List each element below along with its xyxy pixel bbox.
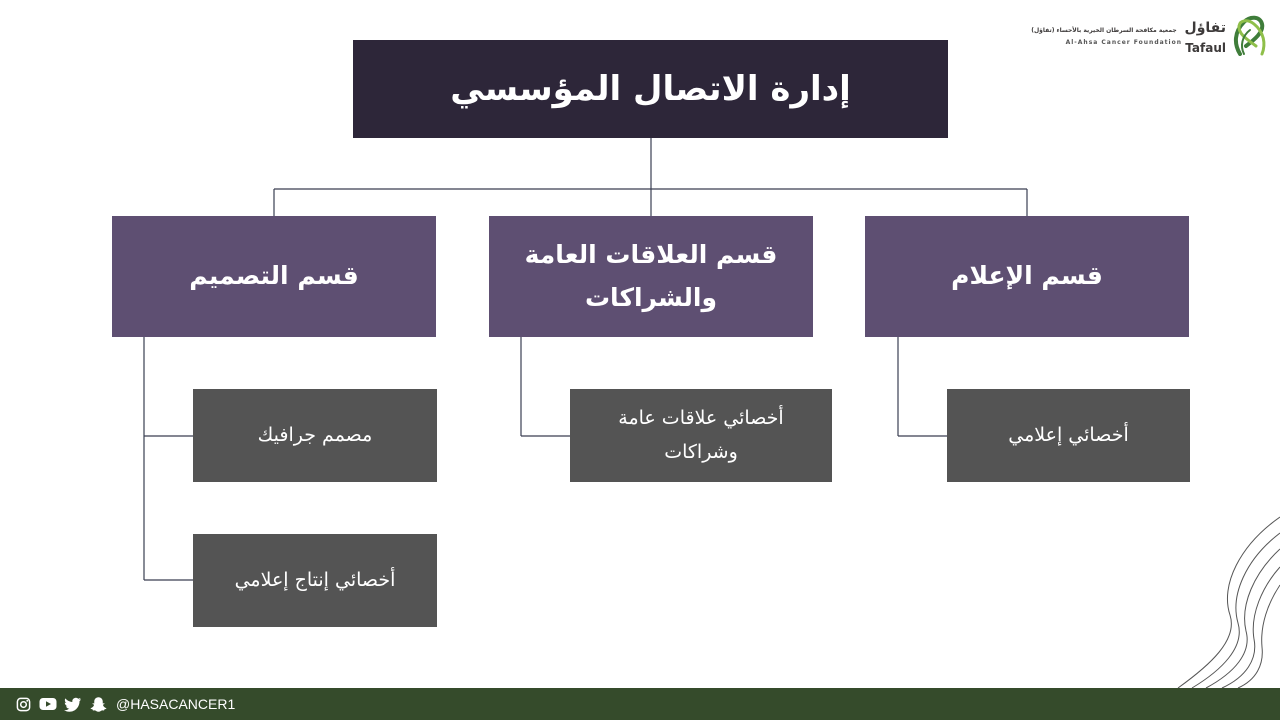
logo-arabic-name: تفاؤل [1184, 20, 1226, 36]
snapchat-icon[interactable] [89, 695, 107, 713]
role-label-pr-specialist: أخصائي علاقات عامة وشراكات [618, 407, 784, 463]
twitter-icon[interactable] [64, 695, 82, 713]
tafaul-logo: تفاؤل جمعية مكافحة السرطان الخيرية بالأح… [1031, 8, 1270, 60]
root-label: إدارة الاتصال المؤسسي [450, 69, 851, 109]
ribbon-logo-icon [1233, 15, 1266, 56]
social-handle[interactable]: @HASACANCER1 [116, 696, 236, 712]
department-box-design: قسم التصميم [112, 216, 436, 337]
department-label-media: قسم الإعلام [951, 261, 1103, 291]
root-box-corporate-communication: إدارة الاتصال المؤسسي [353, 40, 948, 138]
role-label-media-production-specialist: أخصائي إنتاج إعلامي [234, 568, 396, 591]
department-label-public-relations: قسم العلاقات العامة والشراكات [524, 240, 778, 312]
role-box-pr-specialist: أخصائي علاقات عامة وشراكات [570, 389, 832, 482]
instagram-icon[interactable] [14, 695, 32, 713]
role-label-graphic-designer: مصمم جرافيك [257, 423, 373, 446]
logo-english-full: Al-Ahsa Cancer Foundation [1065, 39, 1182, 46]
logo-english-name: Tafaul [1185, 41, 1226, 55]
role-box-graphic-designer: مصمم جرافيك [193, 389, 437, 482]
youtube-icon[interactable] [39, 695, 57, 713]
role-label-media-specialist: أخصائي إعلامي [1008, 423, 1129, 446]
logo-arabic-subtitle: جمعية مكافحة السرطان الخيرية بالأحساء (ت… [1031, 27, 1177, 34]
decorative-wave-lines [1177, 516, 1280, 689]
department-label-design: قسم التصميم [189, 261, 359, 291]
footer-bar: @HASACANCER1 [0, 688, 1280, 720]
department-box-media: قسم الإعلام [865, 216, 1189, 337]
department-box-public-relations: قسم العلاقات العامة والشراكات [489, 216, 813, 337]
role-box-media-specialist: أخصائي إعلامي [947, 389, 1190, 482]
role-box-media-production-specialist: أخصائي إنتاج إعلامي [193, 534, 437, 627]
